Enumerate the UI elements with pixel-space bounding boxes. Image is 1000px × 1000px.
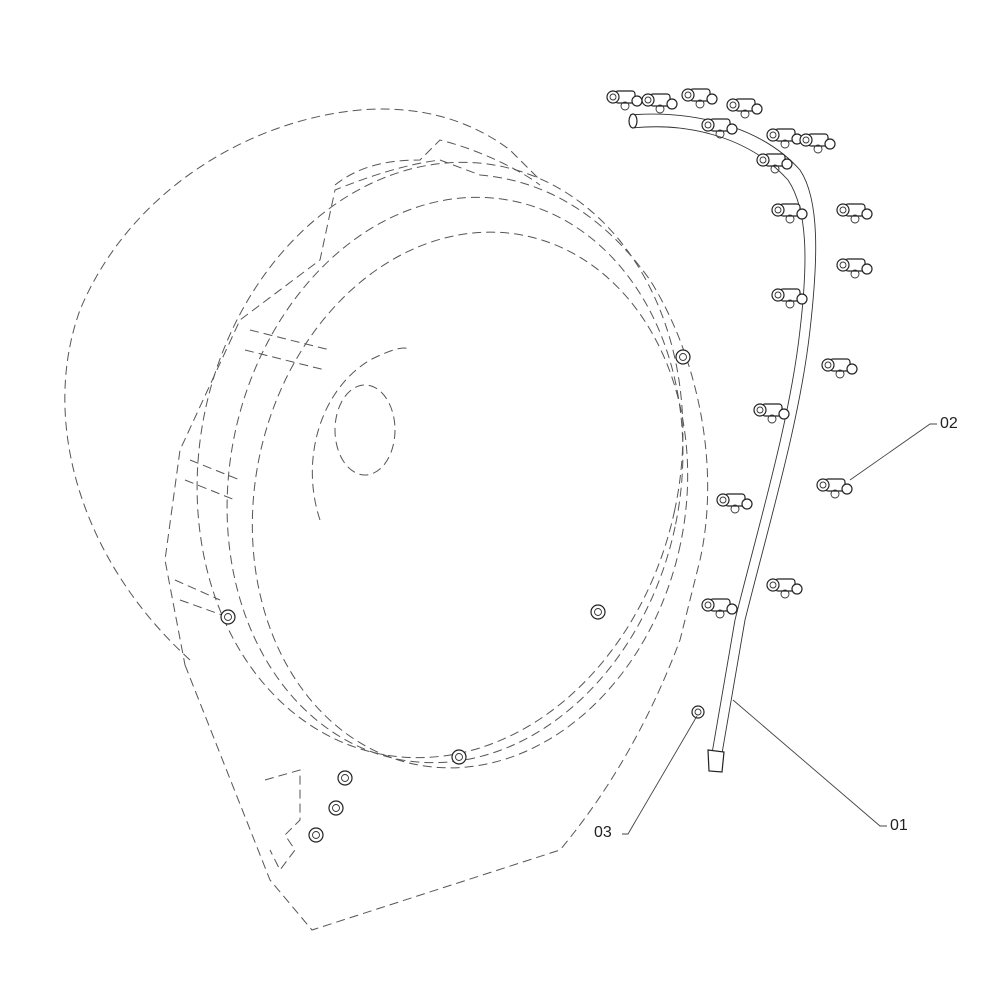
housing-struts	[174, 329, 331, 616]
leader-line-02	[849, 423, 937, 481]
spray-nozzle	[701, 118, 738, 139]
housing-front-plate	[164, 159, 709, 931]
hex-nut	[675, 349, 691, 365]
hex-nut	[451, 749, 467, 765]
spray-nozzle	[799, 133, 836, 154]
mounting-nuts	[220, 349, 691, 843]
callout-label-03[interactable]: 03	[594, 824, 612, 841]
spray-nozzle	[766, 578, 803, 599]
spray-nozzle	[836, 203, 873, 224]
callout-label-01[interactable]: 01	[890, 817, 908, 834]
hex-nut	[337, 770, 353, 786]
housing-ring-outer	[196, 161, 684, 759]
housing-ring-middle	[226, 196, 684, 764]
spray-nozzle	[681, 88, 718, 109]
spray-nozzle	[701, 598, 738, 619]
pipe-inlet-end	[628, 113, 638, 129]
spray-nozzle	[606, 90, 643, 111]
hex-nut	[308, 827, 324, 843]
fan-housing	[64, 108, 709, 931]
part-03-nut[interactable]	[691, 705, 705, 719]
spray-nozzle	[756, 153, 793, 174]
hex-nut	[220, 609, 236, 625]
spray-pipe-right-edge	[631, 126, 806, 766]
spray-nozzle	[836, 258, 873, 279]
spray-nozzle	[771, 203, 808, 224]
callout-label-02[interactable]: 02	[940, 415, 958, 432]
spray-nozzle	[816, 478, 853, 499]
spray-nozzle	[753, 403, 790, 424]
nozzle-group	[606, 88, 873, 619]
leader-line-01	[732, 699, 887, 827]
leader-line-03	[622, 715, 698, 835]
spray-nozzle	[821, 358, 858, 379]
spray-nozzle	[771, 288, 808, 309]
housing-bracket	[264, 769, 301, 871]
impeller-cone	[311, 347, 411, 521]
spray-nozzle	[641, 93, 678, 114]
spray-nozzle	[766, 128, 803, 149]
housing-ring-inner	[251, 231, 689, 769]
impeller-hub	[334, 384, 396, 476]
spray-nozzle	[726, 98, 763, 119]
pipe-end-cap	[707, 749, 725, 773]
spray-nozzle	[716, 493, 753, 514]
hex-nut	[328, 800, 344, 816]
housing-rear-drum-outline	[64, 108, 541, 661]
spray-pipe-assembly[interactable]	[606, 88, 873, 773]
hex-nut	[590, 604, 606, 620]
